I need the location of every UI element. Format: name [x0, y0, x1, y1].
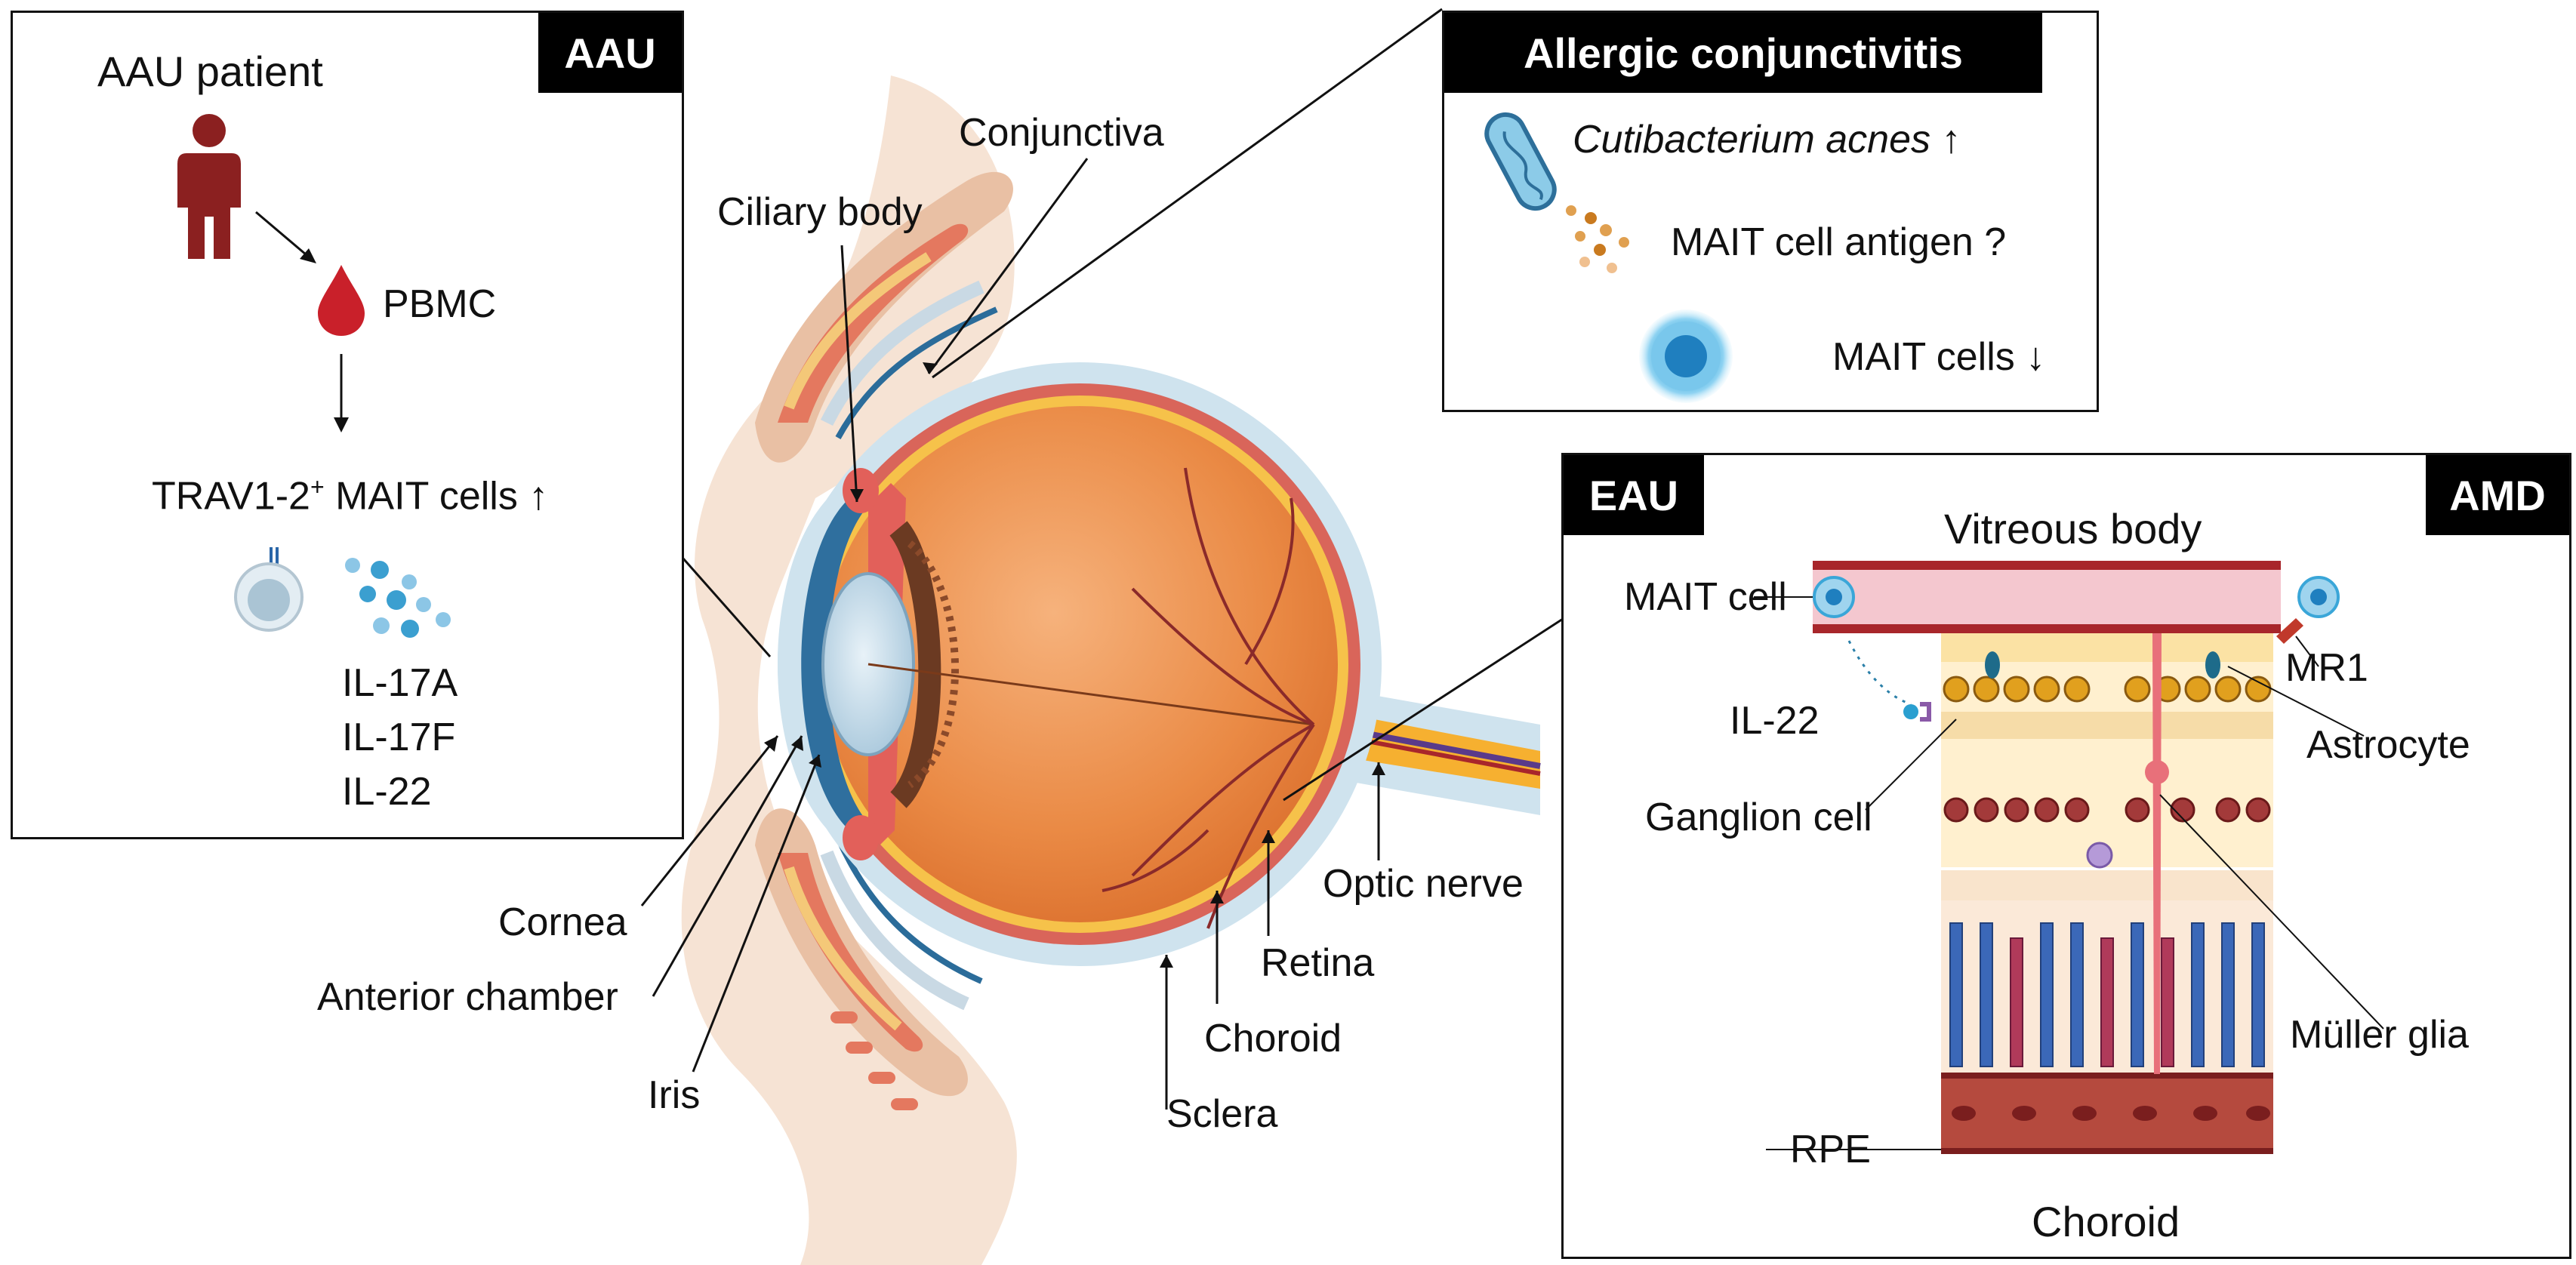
patient-icon	[177, 114, 241, 259]
mait-cell-glow-icon	[1639, 309, 1733, 403]
muller-glia-label: Müller glia	[2290, 1013, 2469, 1057]
blood-drop-icon	[318, 265, 365, 336]
bacterium-label: Cutibacterium acnes ↑	[1573, 118, 1961, 162]
ciliary-body-label: Ciliary body	[717, 190, 923, 234]
face-skin	[681, 75, 1017, 1265]
mait-cell-label: MAIT cell	[1624, 575, 1787, 619]
trav-mait-label: TRAV1-2+ MAIT cells ↑	[152, 475, 548, 516]
il22-label: IL-22	[1730, 699, 1820, 743]
aau-tag: AAU	[538, 13, 682, 93]
anterior-chamber-label: Anterior chamber	[317, 975, 618, 1019]
eau-tag: EAU	[1564, 455, 1704, 535]
retina-layers-illustration	[1754, 561, 2384, 1154]
mr1-label: MR1	[2285, 646, 2368, 690]
cytokine-particles-icon	[345, 558, 451, 638]
cornea-label: Cornea	[498, 900, 627, 944]
choroid-label: Choroid	[1204, 1017, 1342, 1060]
lower-eyelid	[755, 808, 983, 1110]
ciliary-body-lower	[843, 815, 879, 860]
eyeball-interior	[821, 406, 1338, 922]
aau-patient-label: AAU patient	[97, 48, 323, 95]
trav-rest: MAIT cells ↑	[324, 474, 549, 519]
optic-nerve-label: Optic nerve	[1323, 862, 1524, 906]
allergic-conjunctivitis-panel: Allergic conjunctivitis Cutibacterium ac…	[1442, 11, 2099, 412]
antigen-particles-icon	[1566, 205, 1629, 273]
allergic-conjunctivitis-tag: Allergic conjunctivitis	[1444, 13, 2042, 93]
vitreous-body-label: Vitreous body	[1944, 505, 2202, 552]
cytokine-il17a: IL-17A	[342, 661, 458, 705]
astrocyte-label: Astrocyte	[2306, 723, 2470, 767]
trav-superscript: +	[310, 473, 325, 500]
bacterium-icon	[1484, 112, 1557, 211]
iris-label: Iris	[648, 1073, 701, 1117]
arrow-icon	[255, 211, 316, 263]
sclera-label: Sclera	[1166, 1092, 1278, 1136]
mait-cells-label: MAIT cells ↓	[1832, 335, 2046, 379]
eye-label-leaders	[640, 8, 1564, 1110]
aau-panel: AAU AAU patient PBMC TRAV1-2+ MAIT cells…	[11, 11, 684, 839]
cytokine-list: IL-17A IL-17F IL-22	[342, 663, 458, 811]
retina-panel: EAU AMD Vitreous body	[1561, 453, 2571, 1259]
arrow-icon	[334, 354, 349, 432]
ganglion-cell-label: Ganglion cell	[1645, 796, 1872, 839]
optical-axis	[867, 663, 1314, 726]
mait-cell-icon	[234, 547, 304, 632]
eye-label-arrowheads	[764, 362, 1385, 968]
cytokine-il17f: IL-17F	[342, 716, 456, 759]
conjunctiva-label: Conjunctiva	[959, 111, 1164, 155]
antigen-label: MAIT cell antigen ?	[1671, 220, 2007, 264]
trav-text: TRAV1-2	[152, 474, 310, 519]
amd-tag: AMD	[2426, 455, 2569, 535]
cytokine-il22: IL-22	[342, 770, 432, 814]
pbmc-label: PBMC	[383, 282, 497, 326]
choroid-bottom-label: Choroid	[2032, 1198, 2180, 1245]
rpe-label: RPE	[1790, 1128, 1871, 1171]
retina-label: Retina	[1261, 941, 1375, 985]
